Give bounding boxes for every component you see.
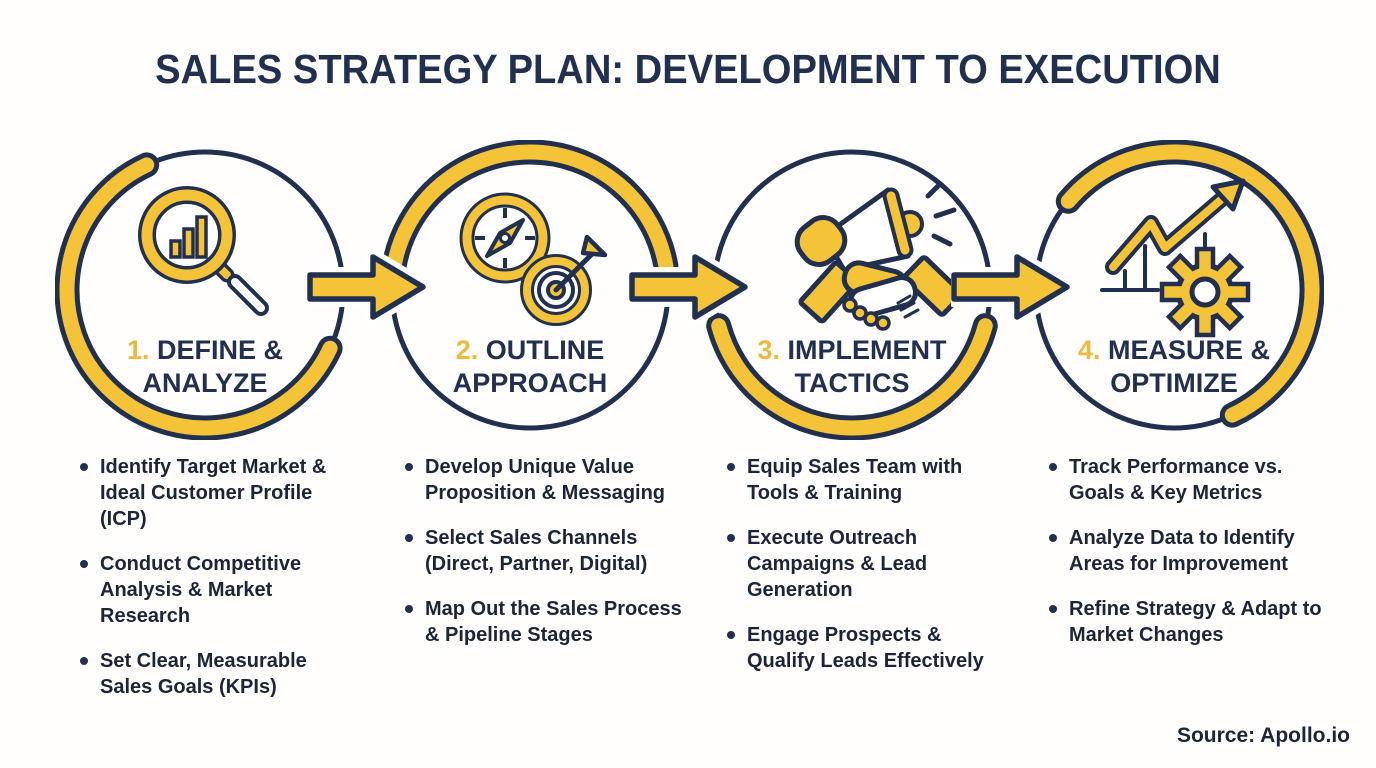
- step-4-number: 4.: [1077, 335, 1101, 365]
- step-3-bullets: Equip Sales Team with Tools & Training E…: [691, 454, 1013, 674]
- bullet-text: Set Clear, Measurable Sales Goals (KPIs): [100, 650, 307, 698]
- step-4-ring: [1033, 140, 1324, 431]
- step-3-number: 3.: [757, 335, 780, 365]
- bullet-dot: [405, 605, 413, 613]
- step-1-label: 1. DEFINE & ANALYZE: [55, 334, 355, 400]
- bullet-dot: [80, 657, 88, 665]
- flow-arrow-icon: [629, 250, 749, 324]
- bullet-text: Develop Unique Value Proposition & Messa…: [425, 456, 666, 504]
- bullet-text: Engage Prospects & Qualify Leads Effecti…: [747, 624, 984, 672]
- bullet-text: Map Out the Sales Process & Pipeline Sta…: [425, 598, 682, 646]
- bullet-text: Equip Sales Team with Tools & Training: [747, 456, 963, 504]
- step-2-title-line2: APPROACH: [452, 367, 608, 398]
- bullet-text: Execute Outreach Campaigns & Lead Genera…: [747, 527, 928, 601]
- bullet-item: Track Performance vs. Goals & Key Metric…: [1049, 454, 1329, 506]
- step-4-measure-optimize: 4. MEASURE & OPTIMIZE Track Performance …: [1013, 140, 1335, 667]
- bullet-dot: [80, 463, 88, 471]
- step-1-define-analyze: 1. DEFINE & ANALYZE Identify Target Mark…: [44, 140, 366, 719]
- bullet-dot: [727, 631, 735, 639]
- step-3-circle: 3. IMPLEMENT TACTICS: [702, 140, 1002, 440]
- step-3-ring: [706, 149, 998, 440]
- bullet-item: Conduct Competitive Analysis & Market Re…: [80, 551, 360, 629]
- bullet-item: Execute Outreach Campaigns & Lead Genera…: [727, 525, 1007, 603]
- flow-arrow-icon: [307, 250, 427, 324]
- step-2-label: 2. OUTLINE APPROACH: [380, 334, 680, 400]
- step-3-title-line2: TACTICS: [794, 367, 910, 398]
- bullet-item: Refine Strategy & Adapt to Market Change…: [1049, 596, 1329, 648]
- bullet-dot: [727, 534, 735, 542]
- bullet-text: Identify Target Market & Ideal Customer …: [100, 456, 327, 530]
- bullet-item: Equip Sales Team with Tools & Training: [727, 454, 1007, 506]
- bullet-dot: [727, 463, 735, 471]
- bullet-item: Analyze Data to Identify Areas for Impro…: [1049, 525, 1329, 577]
- step-3-title-line1: IMPLEMENT: [787, 335, 947, 365]
- bullet-dot: [1049, 463, 1057, 471]
- step-4-title-line1: MEASURE &: [1108, 335, 1271, 365]
- step-2-number: 2.: [455, 335, 479, 365]
- step-1-ring: [55, 149, 346, 440]
- step-2-title-line1: OUTLINE: [485, 335, 605, 365]
- bullet-item: Select Sales Channels (Direct, Partner, …: [405, 525, 685, 577]
- growth-chart-gear-icon: [1100, 178, 1251, 338]
- step-4-circle: 4. MEASURE & OPTIMIZE: [1024, 140, 1324, 440]
- bullet-text: Conduct Competitive Analysis & Market Re…: [100, 553, 302, 627]
- step-1-title-line2: ANALYZE: [142, 367, 268, 398]
- step-1-circle: 1. DEFINE & ANALYZE: [55, 140, 355, 440]
- step-1-title-line1: DEFINE &: [157, 335, 284, 365]
- step-4-bullets: Track Performance vs. Goals & Key Metric…: [1013, 454, 1335, 648]
- bullet-item: Set Clear, Measurable Sales Goals (KPIs): [80, 648, 360, 700]
- source-attribution: Source: Apollo.io: [1176, 724, 1350, 747]
- step-4-title-line2: OPTIMIZE: [1110, 367, 1238, 398]
- bullet-dot: [405, 534, 413, 542]
- bullet-dot: [1049, 605, 1057, 613]
- step-2-outline-approach: 2. OUTLINE APPROACH Develop Unique Value…: [369, 140, 691, 667]
- step-3-label: 3. IMPLEMENT TACTICS: [702, 334, 1002, 400]
- bullet-item: Develop Unique Value Proposition & Messa…: [405, 454, 685, 506]
- bullet-text: Track Performance vs. Goals & Key Metric…: [1069, 456, 1283, 504]
- magnifier-bar-chart-icon: [138, 186, 269, 316]
- bullet-dot: [1049, 534, 1057, 542]
- step-2-bullets: Develop Unique Value Proposition & Messa…: [369, 454, 691, 648]
- bullet-dot: [405, 463, 413, 471]
- bullet-text: Select Sales Channels (Direct, Partner, …: [425, 527, 648, 575]
- step-3-implement-tactics: 3. IMPLEMENT TACTICS Equip Sales Team wi…: [691, 140, 1013, 693]
- bullet-item: Engage Prospects & Qualify Leads Effecti…: [727, 622, 1007, 674]
- compass-target-icon: [459, 192, 608, 326]
- step-4-label: 4. MEASURE & OPTIMIZE: [1024, 334, 1324, 400]
- bullet-item: Identify Target Market & Ideal Customer …: [80, 454, 360, 532]
- bullet-item: Map Out the Sales Process & Pipeline Sta…: [405, 596, 685, 648]
- step-1-bullets: Identify Target Market & Ideal Customer …: [44, 454, 366, 700]
- bullet-dot: [80, 560, 88, 568]
- page-title: SALES STRATEGY PLAN: DEVELOPMENT TO EXEC…: [155, 46, 1221, 92]
- bullet-text: Refine Strategy & Adapt to Market Change…: [1069, 598, 1322, 646]
- step-1-number: 1.: [126, 335, 150, 365]
- flow-arrow-icon: [951, 250, 1071, 324]
- bullet-text: Analyze Data to Identify Areas for Impro…: [1069, 527, 1295, 575]
- megaphone-handshake-icon: [794, 181, 965, 331]
